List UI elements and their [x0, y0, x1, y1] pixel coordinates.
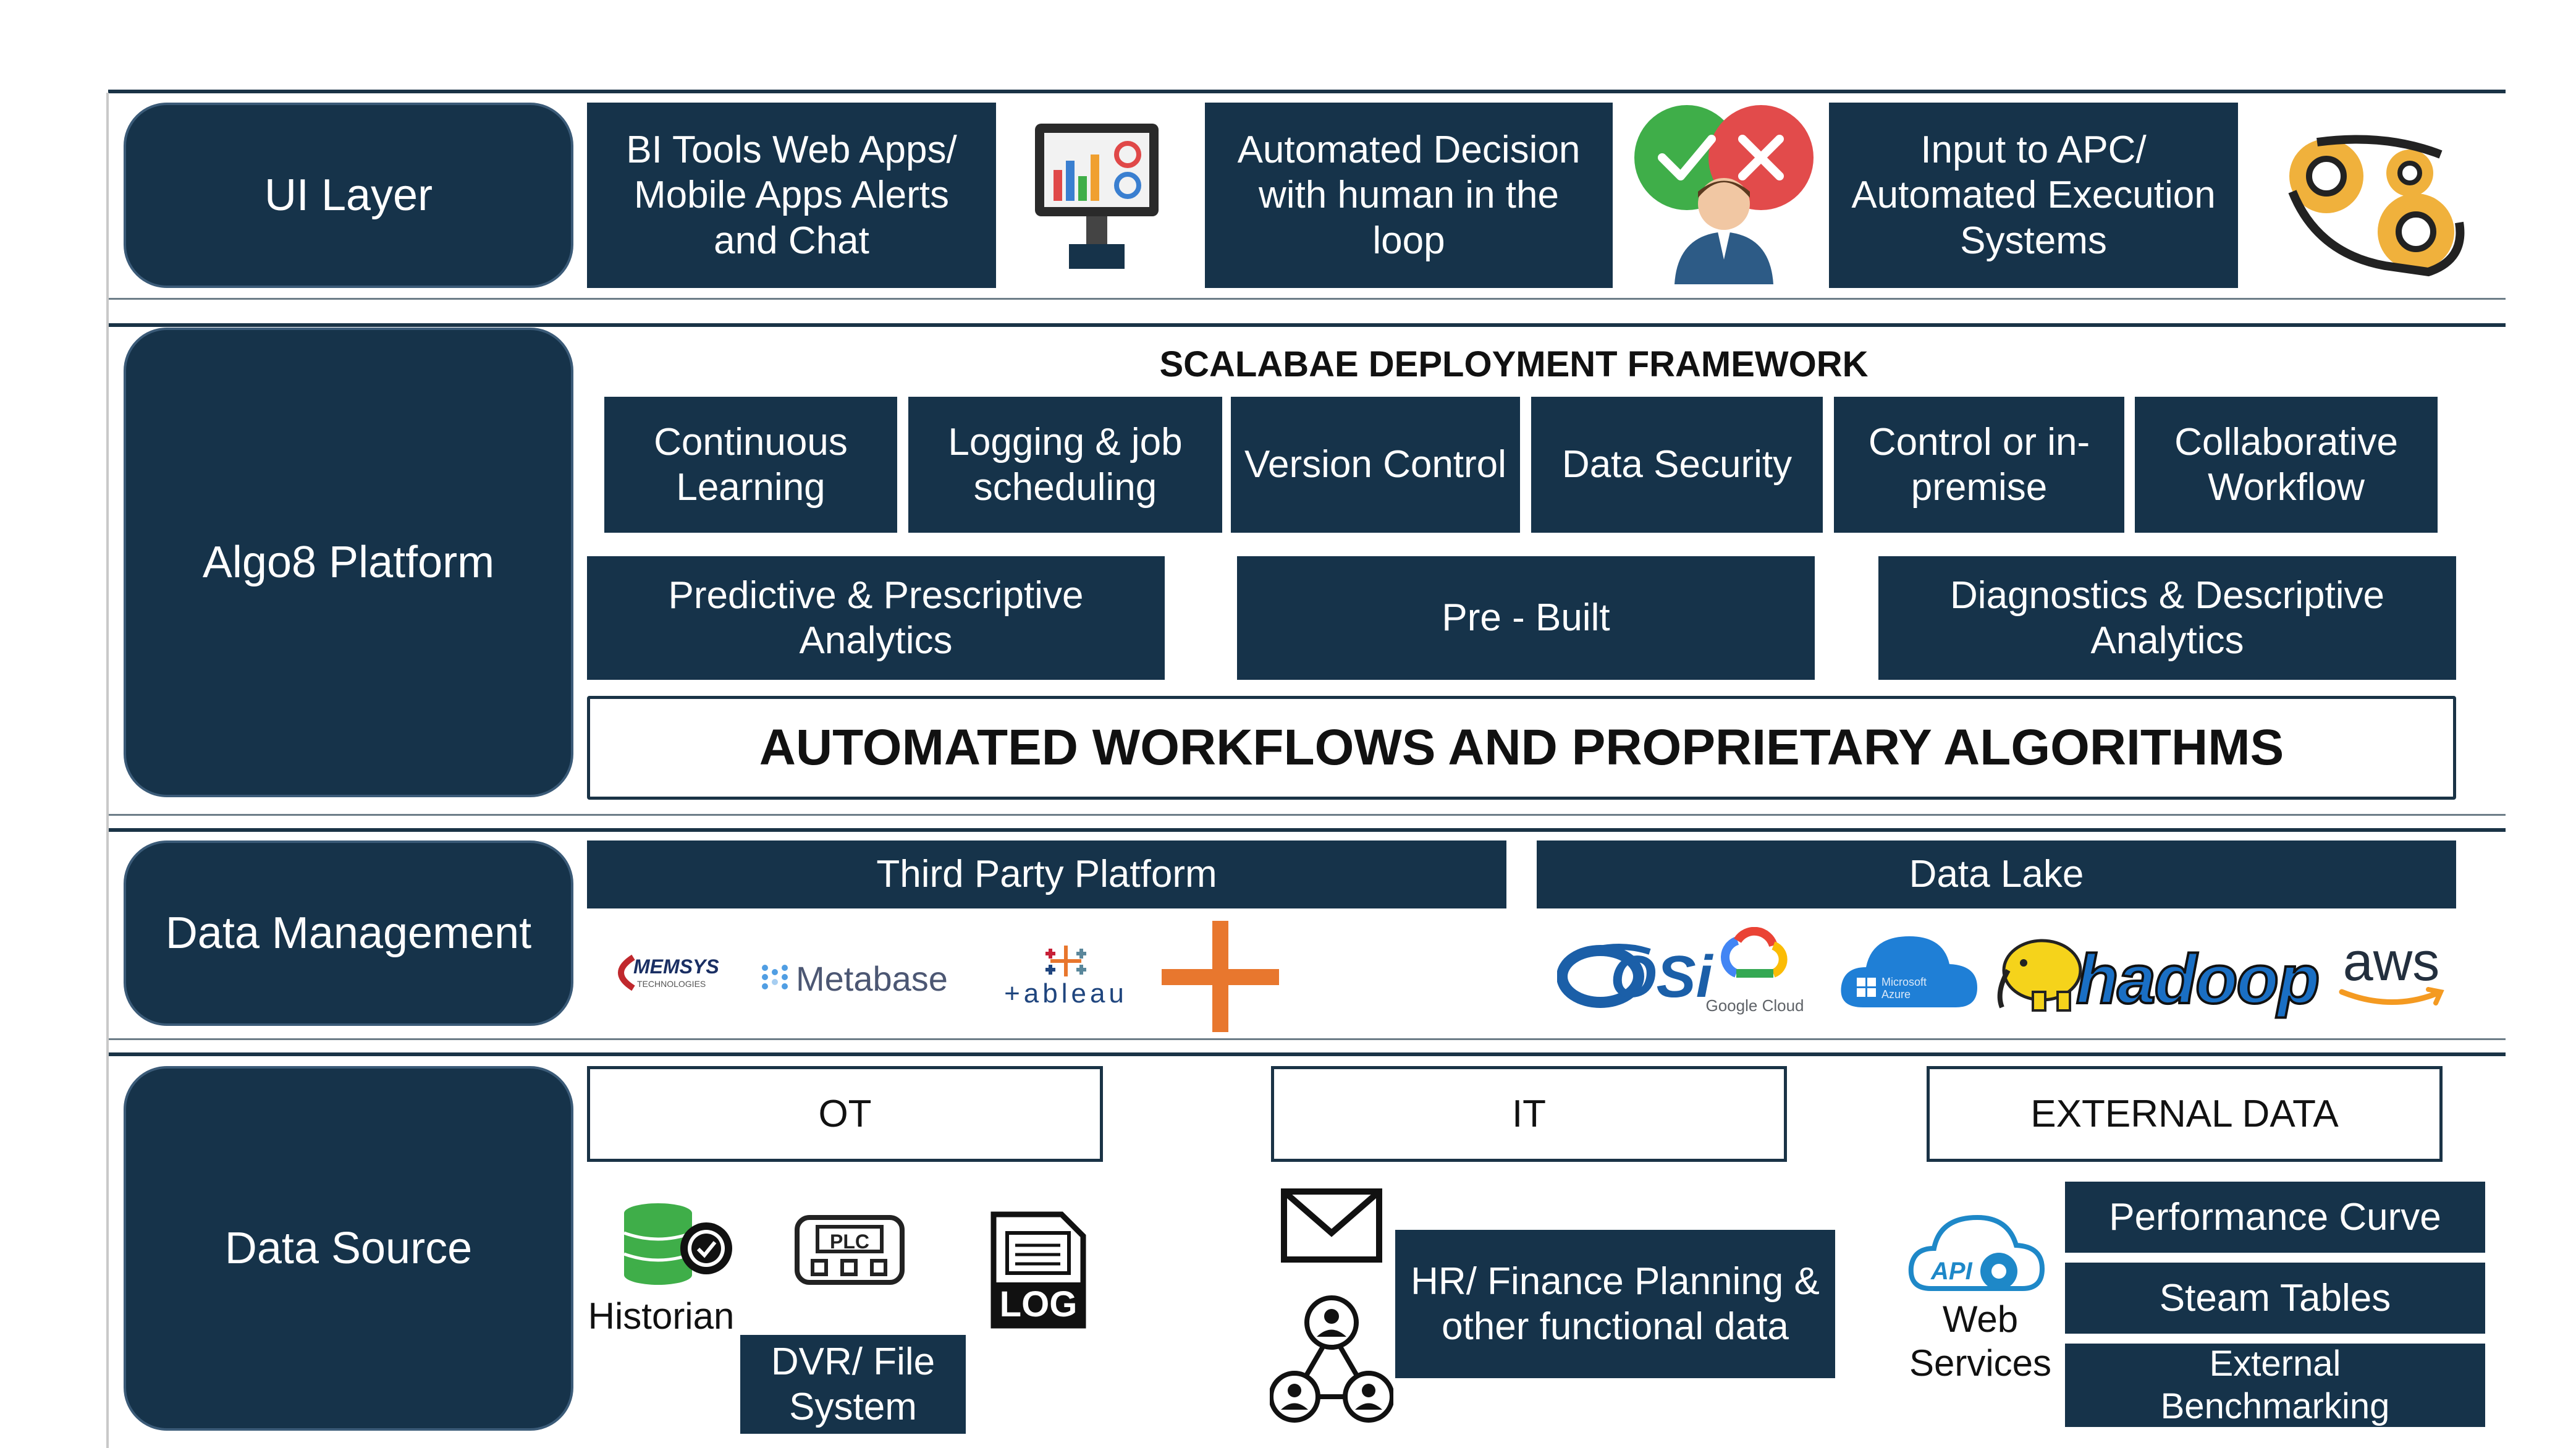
separator-1	[108, 298, 2506, 300]
hadoop-elephant-icon	[1997, 939, 2082, 1012]
gears-icon	[2288, 135, 2465, 277]
plc-label: PLC	[830, 1230, 869, 1253]
data-source-layer-label: Data Source	[124, 1066, 573, 1431]
framework-title: SCALABAE DEPLOYMENT FRAMEWORK	[1159, 344, 1869, 384]
aws-logo: aws	[2329, 930, 2453, 1017]
azure-logo-text: Microsoft Azure	[1881, 976, 1927, 1001]
separator-2b	[108, 828, 2506, 832]
historian-database-icon	[623, 1203, 732, 1285]
api-cloud-icon	[1908, 1214, 2045, 1291]
web-services-label: Web Services	[1909, 1298, 2052, 1384]
separator-3b	[108, 1052, 2506, 1056]
bi-tools-box: BI Tools Web Apps/ Mobile Apps Alerts an…	[587, 103, 996, 288]
feature-data-security: Data Security	[1531, 397, 1823, 533]
hadoop-logo-text: hadoop	[2075, 939, 2321, 1019]
azure-cloud-icon	[1841, 936, 1977, 1007]
platform-layer-label: Algo8 Platform	[124, 328, 573, 797]
plus-icon	[1162, 921, 1279, 1032]
pre-built-box: Pre - Built	[1237, 556, 1815, 680]
memsys-swoosh-icon	[618, 954, 635, 991]
feature-continuous-learning: Continuous Learning	[604, 397, 897, 533]
hr-finance-box: HR/ Finance Planning & other functional …	[1395, 1230, 1835, 1378]
google-cloud-logo-text: Google Cloud	[1705, 996, 1804, 1015]
log-label: LOG	[999, 1284, 1078, 1324]
log-document-icon	[990, 1211, 1086, 1329]
log-file-icon: LOG	[987, 1208, 1089, 1332]
steam-tables-box: Steam Tables	[2065, 1263, 2485, 1334]
performance-curve-box: Performance Curve	[2065, 1182, 2485, 1253]
automated-workflows-banner: AUTOMATED WORKFLOWS AND PROPRIETARY ALGO…	[587, 696, 2456, 800]
memsys-logo-subtext: TECHNOLOGIES	[637, 979, 706, 989]
dvr-file-system-box: DVR/ File System	[740, 1335, 966, 1434]
historian-label: Historian	[588, 1295, 735, 1337]
external-data-header: EXTERNAL DATA	[1927, 1066, 2443, 1162]
ui-layer-label: UI Layer	[124, 103, 573, 288]
memsys-logo: MEMSYS TECHNOLOGIES	[609, 952, 745, 1001]
tableau-logo: +ableau	[995, 942, 1137, 1010]
org-network-icon	[1270, 1295, 1393, 1423]
feature-version-control: Version Control	[1231, 397, 1520, 533]
data-lake-bar: Data Lake	[1537, 840, 2456, 908]
metabase-logo: Metabase	[760, 955, 976, 998]
ot-header: OT	[587, 1066, 1103, 1162]
separator-2	[108, 814, 2506, 816]
tableau-cross-icon	[1045, 946, 1086, 976]
azure-logo: Microsoft Azure	[1838, 927, 1980, 1014]
osi-swoosh-icon	[1557, 944, 1651, 1008]
left-border	[106, 93, 109, 1448]
separator-1b	[108, 323, 2506, 327]
feature-logging-scheduling: Logging & job scheduling	[908, 397, 1222, 533]
metabase-dots-icon	[762, 965, 788, 989]
api-label: API	[1931, 1258, 1972, 1285]
email-icon	[1281, 1188, 1382, 1263]
automated-decision-box: Automated Decision with human in the loo…	[1205, 103, 1613, 288]
web-services-icon: API	[1906, 1202, 2054, 1301]
diagnostics-analytics-box: Diagnostics & Descriptive Analytics	[1878, 556, 2456, 680]
dashboard-icon	[1035, 124, 1159, 269]
tableau-logo-text: +ableau	[1004, 978, 1128, 1009]
osi-logo-text: OSi	[1610, 944, 1713, 1010]
google-cloud-icon	[1721, 927, 1788, 978]
google-cloud-logo: Google Cloud	[1693, 927, 1817, 1026]
aws-smile-icon	[2339, 987, 2444, 1006]
separator-3	[108, 1038, 2506, 1040]
data-management-layer-label: Data Management	[124, 840, 573, 1026]
plc-icon: PLC	[794, 1211, 905, 1292]
predictive-analytics-box: Predictive & Prescriptive Analytics	[587, 556, 1165, 680]
human-approval-icon	[1634, 105, 1814, 284]
external-benchmarking-box: External Benchmarking	[2065, 1344, 2485, 1427]
top-border	[108, 90, 2506, 93]
feature-collaborative-workflow: Collaborative Workflow	[2135, 397, 2438, 533]
metabase-logo-text: Metabase	[796, 959, 948, 998]
apc-input-box: Input to APC/ Automated Execution System…	[1829, 103, 2238, 288]
feature-control-premise: Control or in-premise	[1834, 397, 2124, 533]
it-header: IT	[1271, 1066, 1787, 1162]
memsys-logo-text: MEMSYS	[633, 955, 719, 978]
plc-device-icon	[795, 1215, 905, 1285]
osi-logo: OSi	[1557, 933, 1712, 1014]
third-party-platform-bar: Third Party Platform	[587, 840, 1506, 908]
aws-logo-text: aws	[2342, 931, 2440, 992]
hadoop-logo: hadoop	[1990, 927, 2323, 1026]
